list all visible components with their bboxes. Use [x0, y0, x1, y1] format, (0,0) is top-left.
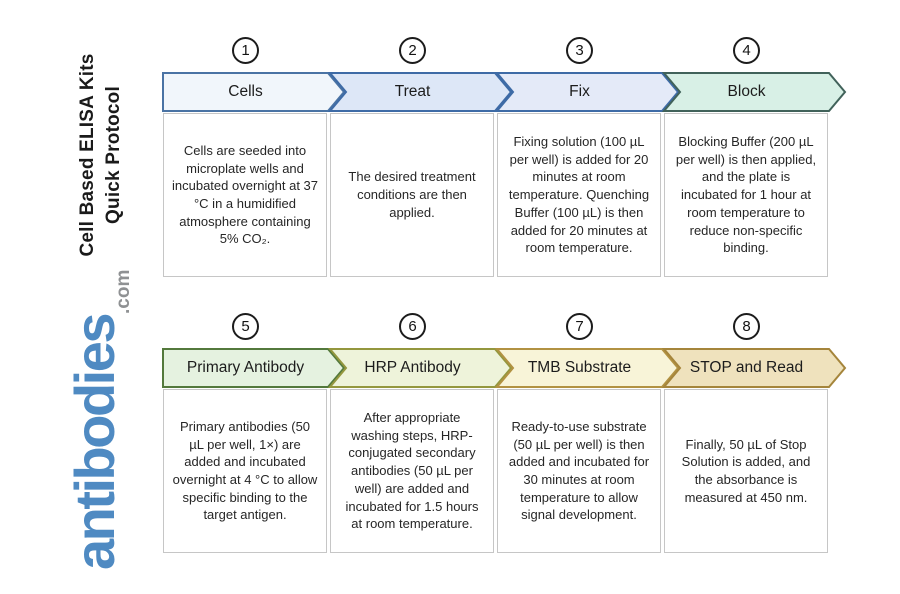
step-arrow-banner	[494, 72, 680, 112]
step-title: Fix	[569, 83, 590, 100]
step-description-box: After appropriate washing steps, HRP-con…	[330, 389, 494, 553]
step-column-1: 1 Cells Cells are seeded into microplate…	[162, 37, 346, 280]
step-arrow-banner	[162, 348, 346, 388]
step-number: 4	[742, 42, 751, 59]
step-number: 8	[742, 318, 751, 335]
step-description: Primary antibodies (50 µL per well, 1×) …	[172, 418, 318, 523]
step-column-5: 5 Primary Antibody Primary antibodies (5…	[162, 313, 346, 556]
step-title: Block	[727, 83, 766, 100]
arrow-shape	[494, 72, 680, 112]
step-arrow-banner	[661, 72, 847, 112]
brand-logo: antibodies.com	[53, 270, 137, 570]
step-number: 2	[408, 42, 417, 59]
protocol-title: Cell Based ELISA Kits Quick Protocol	[75, 43, 129, 267]
step-column-6: 6 HRP Antibody After appropriate washing…	[327, 313, 513, 556]
step-arrow-banner	[661, 348, 847, 388]
step-title: TMB Substrate	[527, 359, 632, 376]
step-description-box: Finally, 50 µL of Stop Solution is added…	[664, 389, 828, 553]
arrow-shape	[327, 348, 513, 388]
step-description-box: Primary antibodies (50 µL per well, 1×) …	[163, 389, 327, 553]
brand-logo-suffix: .com	[113, 269, 134, 314]
step-description: Ready-to-use substrate (50 µL per well) …	[508, 418, 650, 523]
step-description: Fixing solution (100 µL per well) is add…	[508, 134, 650, 256]
step-description-box: Blocking Buffer (200 µL per well) is the…	[664, 113, 828, 277]
protocol-title-line1: Cell Based ELISA Kits	[77, 53, 98, 257]
step-number: 3	[575, 42, 584, 59]
step-title: HRP Antibody	[364, 359, 461, 376]
step-description: After appropriate washing steps, HRP-con…	[345, 410, 479, 532]
arrow-shape	[162, 348, 346, 388]
step-column-4: 4 Block Blocking Buffer (200 µL per well…	[661, 37, 847, 280]
step-number-badge: 7	[566, 313, 593, 340]
arrow-shape	[661, 348, 847, 388]
arrow-shape	[661, 72, 847, 112]
step-number-badge: 2	[399, 37, 426, 64]
step-column-2: 2 Treat The desired treatment conditions…	[327, 37, 513, 280]
step-description-box: Cells are seeded into microplate wells a…	[163, 113, 327, 277]
step-column-8: 8 STOP and Read Finally, 50 µL of Stop S…	[661, 313, 847, 556]
step-number: 6	[408, 318, 417, 335]
arrow-shape	[494, 348, 680, 388]
step-number: 5	[241, 318, 250, 335]
step-number: 7	[575, 318, 584, 335]
arrow-shape	[327, 72, 513, 112]
step-description-box: The desired treatment conditions are the…	[330, 113, 494, 277]
step-column-7: 7 TMB Substrate Ready-to-use substrate (…	[494, 313, 680, 556]
step-title: STOP and Read	[689, 359, 804, 376]
step-arrow-banner	[494, 348, 680, 388]
step-description: Finally, 50 µL of Stop Solution is added…	[681, 436, 811, 505]
step-number-badge: 3	[566, 37, 593, 64]
arrow-shape	[162, 72, 346, 112]
step-number-badge: 6	[399, 313, 426, 340]
step-column-3: 3 Fix Fixing solution (100 µL per well) …	[494, 37, 680, 280]
step-arrow-banner	[327, 348, 513, 388]
step-number: 1	[241, 42, 250, 59]
step-number-badge: 1	[232, 37, 259, 64]
step-number-badge: 5	[232, 313, 259, 340]
step-description-box: Ready-to-use substrate (50 µL per well) …	[497, 389, 661, 553]
step-description: Blocking Buffer (200 µL per well) is the…	[675, 134, 817, 256]
step-description: Cells are seeded into microplate wells a…	[172, 142, 318, 247]
step-title: Treat	[394, 83, 431, 100]
step-arrow-banner	[327, 72, 513, 112]
step-description-box: Fixing solution (100 µL per well) is add…	[497, 113, 661, 277]
step-number-badge: 8	[733, 313, 760, 340]
protocol-title-line2: Quick Protocol	[103, 86, 124, 224]
step-title: Cells	[228, 83, 263, 100]
step-number-badge: 4	[733, 37, 760, 64]
step-title: Primary Antibody	[186, 359, 305, 376]
brand-logo-text: antibodies	[63, 314, 126, 570]
step-arrow-banner	[162, 72, 346, 112]
step-description: The desired treatment conditions are the…	[348, 169, 476, 220]
